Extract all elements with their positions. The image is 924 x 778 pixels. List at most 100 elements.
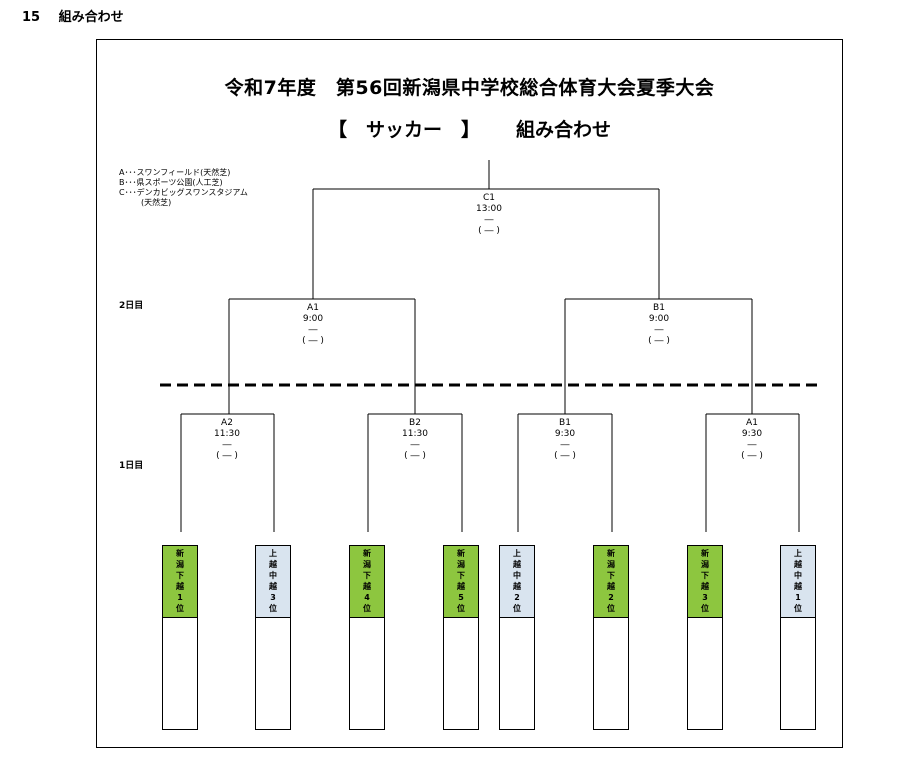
match-score: ― <box>222 440 232 450</box>
legend-item-c-note: (天然芝) <box>141 198 172 207</box>
match-time: 11:30 <box>402 429 428 439</box>
team-label-char: 越 <box>513 582 521 591</box>
team-label-char: 潟 <box>176 560 184 569</box>
venue-legend: A･･･スワンフィールド(天然芝) B･･･県スポーツ公園(人工芝) C･･･デ… <box>119 168 248 208</box>
match-final: C1 13:00 ― ( ― ) <box>449 193 529 237</box>
team-label-char: 5 <box>458 593 464 602</box>
match-pk: ( ― ) <box>741 451 763 461</box>
sport-name: 【 サッカー 】 <box>327 119 480 141</box>
team-label-char: 潟 <box>701 560 709 569</box>
match-time: 13:00 <box>476 204 502 214</box>
team-label-char: 3 <box>702 593 708 602</box>
team-label-char: 下 <box>363 571 371 580</box>
team-label-char: 位 <box>457 604 465 613</box>
match-semi-right: B1 9:00 ― ( ― ) <box>619 303 699 347</box>
subtitle-text: 組み合わせ <box>516 119 612 141</box>
legend-item-a: A･･･スワンフィールド(天然芝) <box>119 168 231 177</box>
legend-item-b: B･･･県スポーツ公園(人工芝) <box>119 178 223 187</box>
match-pk: ( ― ) <box>648 336 670 346</box>
match-r1-1: A2 11:30 ― ( ― ) <box>187 418 267 462</box>
match-pk: ( ― ) <box>216 451 238 461</box>
day1-label: 1日目 <box>119 461 144 471</box>
team-label-char: 2 <box>514 593 520 602</box>
team-label: 新潟下越 1 位 <box>163 546 197 618</box>
match-time: 11:30 <box>214 429 240 439</box>
team-label-char: 4 <box>364 593 370 602</box>
legend-item-c: C･･･デンカビッグスワンスタジアム <box>119 188 248 197</box>
bracket-frame: 令和7年度 第56回新潟県中学校総合体育大会夏季大会 【 サッカー 】 組み合わせ… <box>96 39 843 748</box>
team-label-char: 潟 <box>363 560 371 569</box>
section-number: 15 <box>22 10 41 25</box>
tournament-title: 令和7年度 第56回新潟県中学校総合体育大会夏季大会 <box>224 77 715 99</box>
team-label-char: 新 <box>701 549 709 558</box>
team-label-char: 下 <box>176 571 184 580</box>
team-label-char: 下 <box>457 571 465 580</box>
team-label-char: 越 <box>363 582 371 591</box>
team-label-char: 中 <box>269 571 277 580</box>
match-time: 9:30 <box>554 429 576 439</box>
section-heading: 15 組み合わせ <box>22 6 124 25</box>
match-time: 9:00 <box>648 314 670 324</box>
match-pk: ( ― ) <box>302 336 324 346</box>
team-label-char: 上 <box>269 549 277 558</box>
match-pk: ( ― ) <box>404 451 426 461</box>
match-venue: A1 <box>307 303 319 313</box>
match-score: ― <box>410 440 420 450</box>
team-label-char: 越 <box>269 560 277 569</box>
team-slot: 新潟下越 1 位 <box>162 545 198 730</box>
match-semi-left: A1 9:00 ― ( ― ) <box>273 303 353 347</box>
tournament-subtitle: 【 サッカー 】 組み合わせ <box>97 115 842 142</box>
team-label-char: 位 <box>794 604 802 613</box>
team-label-char: 中 <box>513 571 521 580</box>
team-label-char: 新 <box>176 549 184 558</box>
team-label-char: 越 <box>607 582 615 591</box>
team-label-char: 越 <box>176 582 184 591</box>
team-label-char: 越 <box>269 582 277 591</box>
team-label-char: 下 <box>607 571 615 580</box>
team-label-char: 潟 <box>457 560 465 569</box>
team-label-char: 位 <box>176 604 184 613</box>
team-label-char: 中 <box>794 571 802 580</box>
team-label-char: 1 <box>795 593 801 602</box>
match-venue: B1 <box>653 303 665 313</box>
match-r1-2: B2 11:30 ― ( ― ) <box>375 418 455 462</box>
team-label-char: 新 <box>363 549 371 558</box>
team-label-char: 越 <box>701 582 709 591</box>
team-label-char: 新 <box>607 549 615 558</box>
team-label-char: 位 <box>269 604 277 613</box>
section-title: 組み合わせ <box>58 10 124 25</box>
bracket-lines <box>160 160 819 532</box>
match-venue: B2 <box>409 418 421 428</box>
match-time: 9:00 <box>302 314 324 324</box>
team-label-char: 越 <box>457 582 465 591</box>
team-label-char: 3 <box>270 593 276 602</box>
day2-label: 2日目 <box>119 301 144 311</box>
match-score: ― <box>484 215 494 225</box>
match-score: ― <box>560 440 570 450</box>
match-score: ― <box>747 440 757 450</box>
match-time: 9:30 <box>741 429 763 439</box>
match-r1-3: B1 9:30 ― ( ― ) <box>525 418 605 462</box>
match-pk: ( ― ) <box>554 451 576 461</box>
team-label-char: 位 <box>607 604 615 613</box>
match-r1-4: A1 9:30 ― ( ― ) <box>712 418 792 462</box>
team-label-char: 1 <box>177 593 183 602</box>
team-label-char: 上 <box>513 549 521 558</box>
match-score: ― <box>654 325 664 335</box>
match-score: ― <box>308 325 318 335</box>
match-venue: A2 <box>221 418 233 428</box>
team-label-char: 越 <box>794 560 802 569</box>
match-pk: ( ― ) <box>478 226 500 236</box>
team-label-char: 位 <box>513 604 521 613</box>
